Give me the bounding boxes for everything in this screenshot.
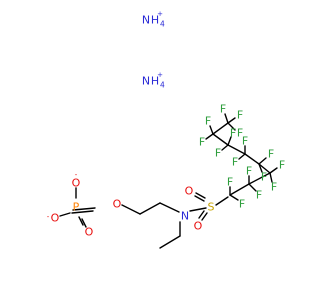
fluorine-c4-b: F: [261, 171, 267, 184]
oxygen-left-charge: -: [47, 213, 50, 221]
fluorine-c1-b: F: [239, 198, 245, 211]
amide-nitrogen: N: [181, 210, 189, 223]
fluorine-c3-b: F: [271, 181, 277, 194]
fluorine-atoms: F F F F F F F F F F F F F F F F F: [199, 103, 285, 211]
bonds: [59, 113, 278, 249]
fluorine-c7-a: F: [199, 136, 205, 149]
ammonium-1-count: 4: [160, 20, 165, 29]
oxygen-left: O: [51, 212, 60, 225]
fluorine-c6-b: F: [230, 127, 236, 140]
phosphorus-atom: P: [73, 201, 80, 214]
fluorine-c6-a: F: [215, 147, 221, 160]
ammonium-2-count: 4: [160, 81, 165, 90]
ammonium-ion-2: N H 4 +: [142, 71, 165, 90]
ammonium-1-charge: +: [157, 10, 163, 18]
fluorine-c2-a: F: [246, 165, 252, 178]
fluorine-c5-a: F: [232, 156, 238, 169]
phosphate-group: P O - O - O O: [47, 171, 122, 239]
fluorine-c8-c: F: [237, 127, 243, 140]
fluorine-c8-a: F: [237, 109, 243, 122]
oxygen-bottom: O: [85, 226, 94, 239]
sulfonyl-oxygen-upper: O: [185, 185, 194, 198]
fluorine-c8-b: F: [220, 103, 226, 116]
fluorine-c5-b: F: [242, 135, 248, 148]
fluorine-c1-a: F: [227, 176, 233, 189]
ammonium-1-hydrogen: H: [151, 14, 159, 27]
ammonium-2-nitrogen: N: [142, 75, 150, 88]
structure-diagram: N H 4 + N H 4 + P O - O - O O N S O O F …: [47, 10, 285, 249]
ammonium-ion-1: N H 4 +: [142, 10, 165, 29]
sulfonyl-group: S O O: [185, 185, 215, 233]
oxygen-top: O: [72, 177, 81, 190]
ammonium-2-hydrogen: H: [151, 75, 159, 88]
sulfur-atom: S: [208, 201, 215, 214]
ammonium-2-charge: +: [157, 71, 163, 79]
sulfonyl-oxygen-lower: O: [194, 220, 203, 233]
ammonium-1-nitrogen: N: [142, 14, 150, 27]
fluorine-c7-b: F: [205, 115, 211, 128]
fluorine-c3-a: F: [279, 159, 285, 172]
oxygen-top-charge: -: [75, 171, 78, 179]
oxygen-ester: O: [113, 198, 122, 211]
fluorine-c4-a: F: [268, 148, 274, 161]
fluorine-c2-b: F: [256, 189, 262, 202]
